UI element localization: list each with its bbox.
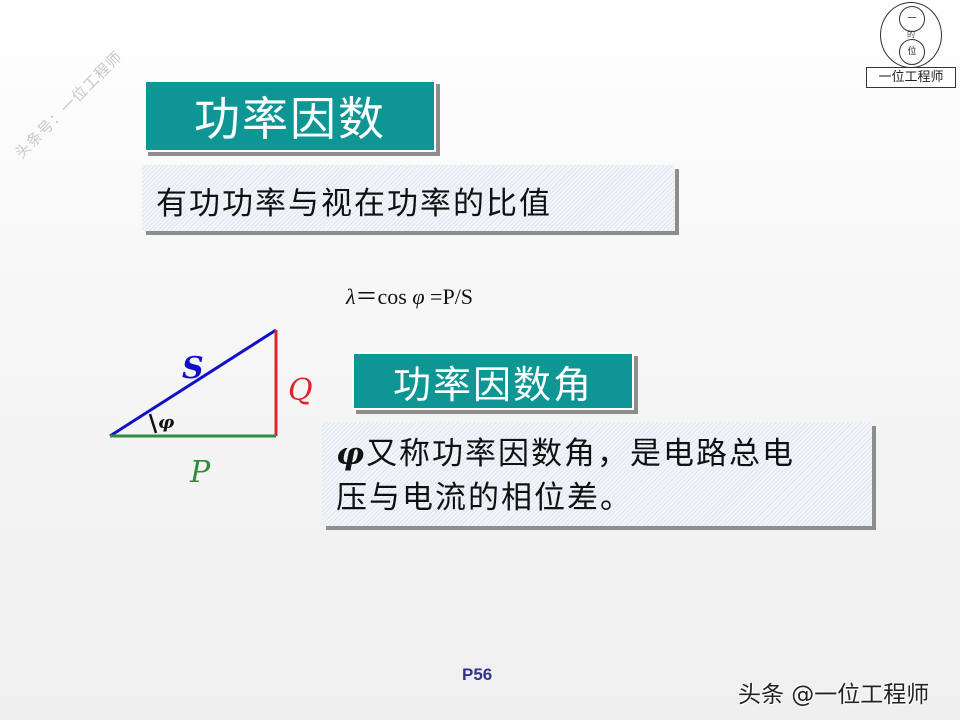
power-triangle-diagram: S Q P φ: [109, 328, 313, 490]
watermark: 头条号：一位工程师: [10, 48, 154, 169]
section-title: 功率因数角: [352, 352, 634, 410]
label-Q: Q: [288, 373, 313, 408]
description-phi: φ: [336, 436, 367, 472]
logo-label: 一位工程师: [866, 67, 956, 88]
label-S: S: [182, 351, 204, 386]
formula-phi: φ: [412, 284, 425, 309]
definition-text: 有功功率与视在功率的比值: [156, 186, 552, 222]
formula-rest: =P/S: [424, 284, 474, 309]
watermark-text: 头条号：一位工程师: [11, 47, 126, 163]
description-line-1-text: 又称功率因数角，是电路总电: [366, 436, 796, 472]
logo-circle: 一 的 位: [880, 2, 942, 68]
page-number: P56: [462, 665, 493, 684]
page-title: 功率因数: [144, 80, 436, 152]
hypotenuse-S: [109, 328, 277, 438]
formula-lambda: λ: [346, 284, 356, 309]
logo-middle-char: 的: [907, 30, 915, 39]
formula-cos: cos: [377, 284, 407, 309]
formula: λ＝cos φ =P/S: [346, 279, 473, 311]
label-P: P: [189, 455, 211, 490]
definition-box: 有功功率与视在功率的比值: [142, 165, 675, 231]
logo-top-char: 一: [899, 6, 925, 32]
description-box: φ又称功率因数角，是电路总电 压与电流的相位差。: [322, 422, 872, 526]
description-line-2: 压与电流的相位差。: [336, 480, 633, 516]
label-phi: φ: [158, 412, 175, 433]
credit-text: 头条 @一位工程师: [738, 682, 930, 708]
logo-bottom-char: 位: [899, 39, 925, 65]
description-line-1: φ又称功率因数角，是电路总电: [336, 432, 872, 476]
formula-equals: ＝: [355, 284, 378, 309]
angle-arc: [148, 413, 158, 434]
brand-logo: 一 的 位 一位工程师: [865, 2, 957, 88]
